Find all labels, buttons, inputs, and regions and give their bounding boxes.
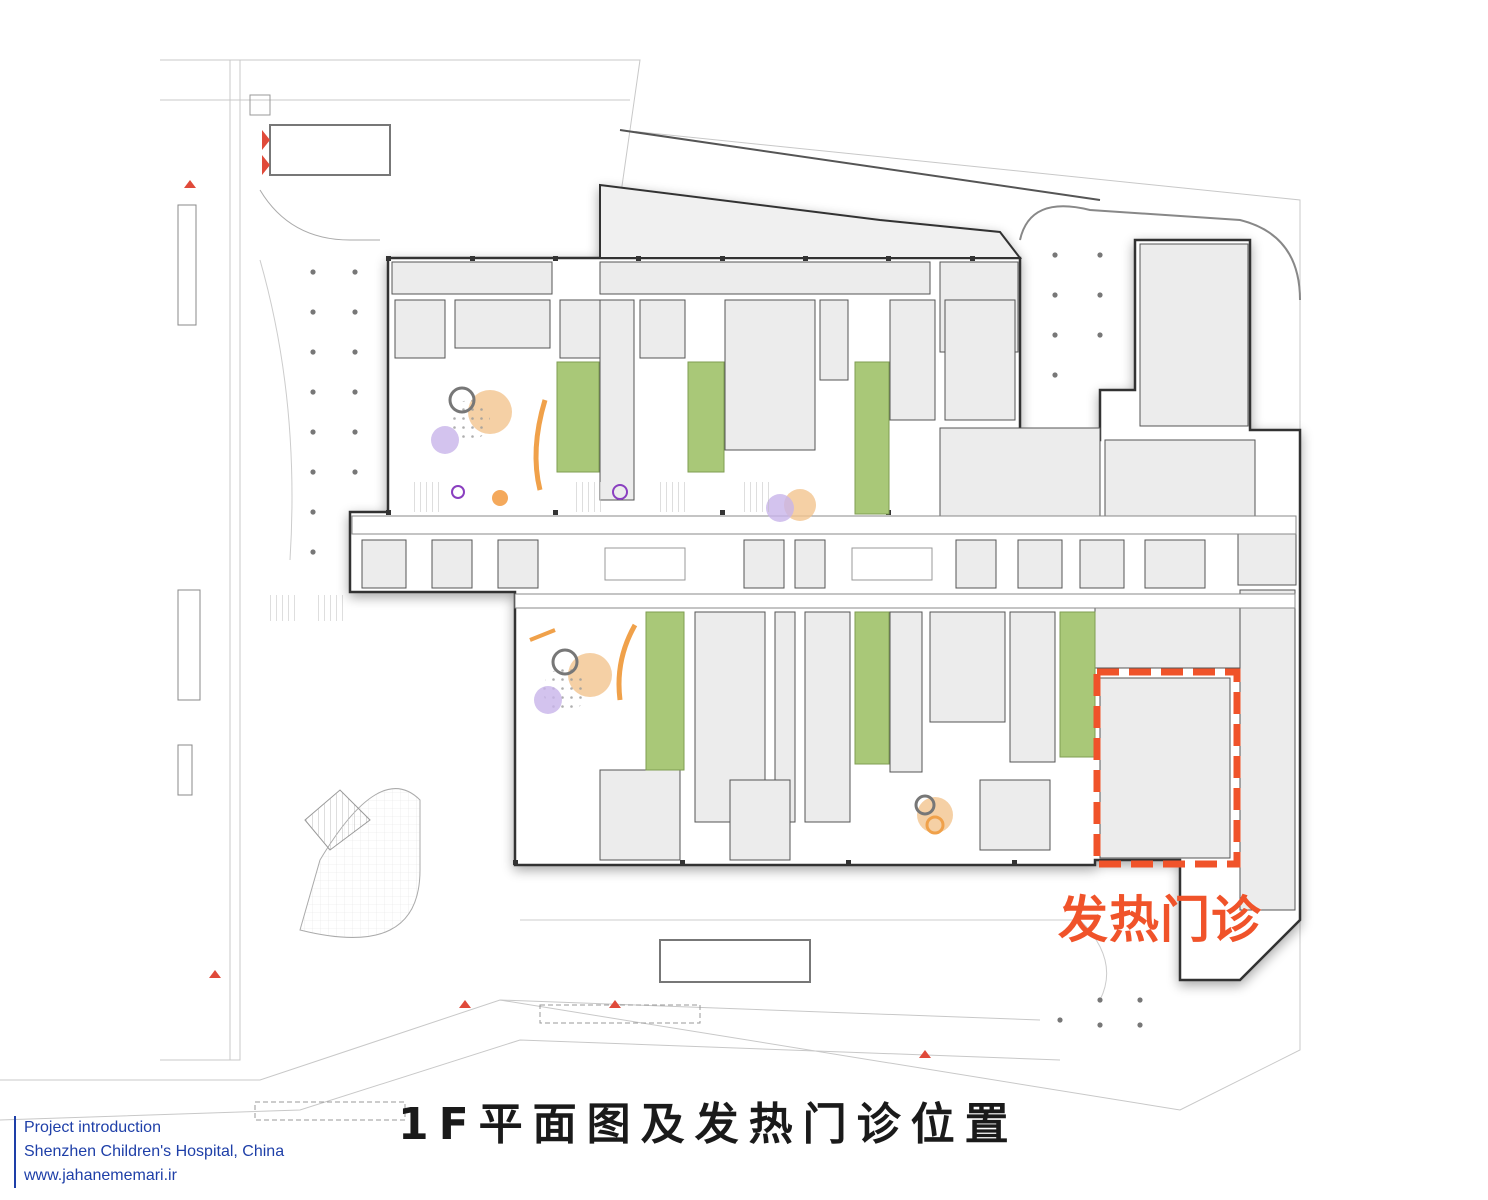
credit-line-1: Project introduction [24, 1119, 161, 1136]
credit-block: Project introduction Shenzhen Children's… [14, 1116, 284, 1188]
courtyard-4 [645, 611, 685, 771]
play-area-south [529, 623, 953, 835]
rooms [361, 243, 1297, 911]
site-boundary [499, 129, 1301, 1111]
top-pavilion [269, 124, 391, 176]
play-area-north [410, 386, 816, 522]
crosswalk-2 [318, 595, 348, 621]
courtyard-1 [556, 361, 600, 473]
credit-website[interactable]: www.jahanememari.ir [24, 1167, 177, 1184]
road-bottom-2 [0, 1039, 1061, 1121]
road-left [160, 59, 241, 1061]
courtyard-3 [854, 361, 890, 515]
plan-title: 1F平面图及发热门诊位置 [398, 1099, 1019, 1150]
bottom-canopy [659, 939, 811, 983]
bus-stop-2 [177, 589, 201, 701]
crosswalk-1 [270, 595, 300, 621]
plaza-columns [310, 252, 1143, 1028]
road-top [160, 59, 641, 201]
bus-stop-1 [177, 204, 197, 326]
south-corridor [514, 593, 1296, 609]
site-context [0, 59, 1301, 1121]
courtyard-5 [854, 611, 890, 765]
main-corridor [351, 515, 1297, 535]
courtyard-6 [1059, 611, 1096, 758]
road-bottom [0, 999, 1041, 1081]
fever-clinic-label: 发热门诊 [1058, 891, 1262, 949]
courtyards [556, 361, 1096, 771]
courtyard-2 [687, 361, 725, 473]
north-block [599, 183, 1023, 259]
fever-clinic-outline [1093, 668, 1241, 868]
credit-line-2: Shenzhen Children's Hospital, China [24, 1143, 285, 1160]
entrance-markers [184, 130, 931, 1058]
